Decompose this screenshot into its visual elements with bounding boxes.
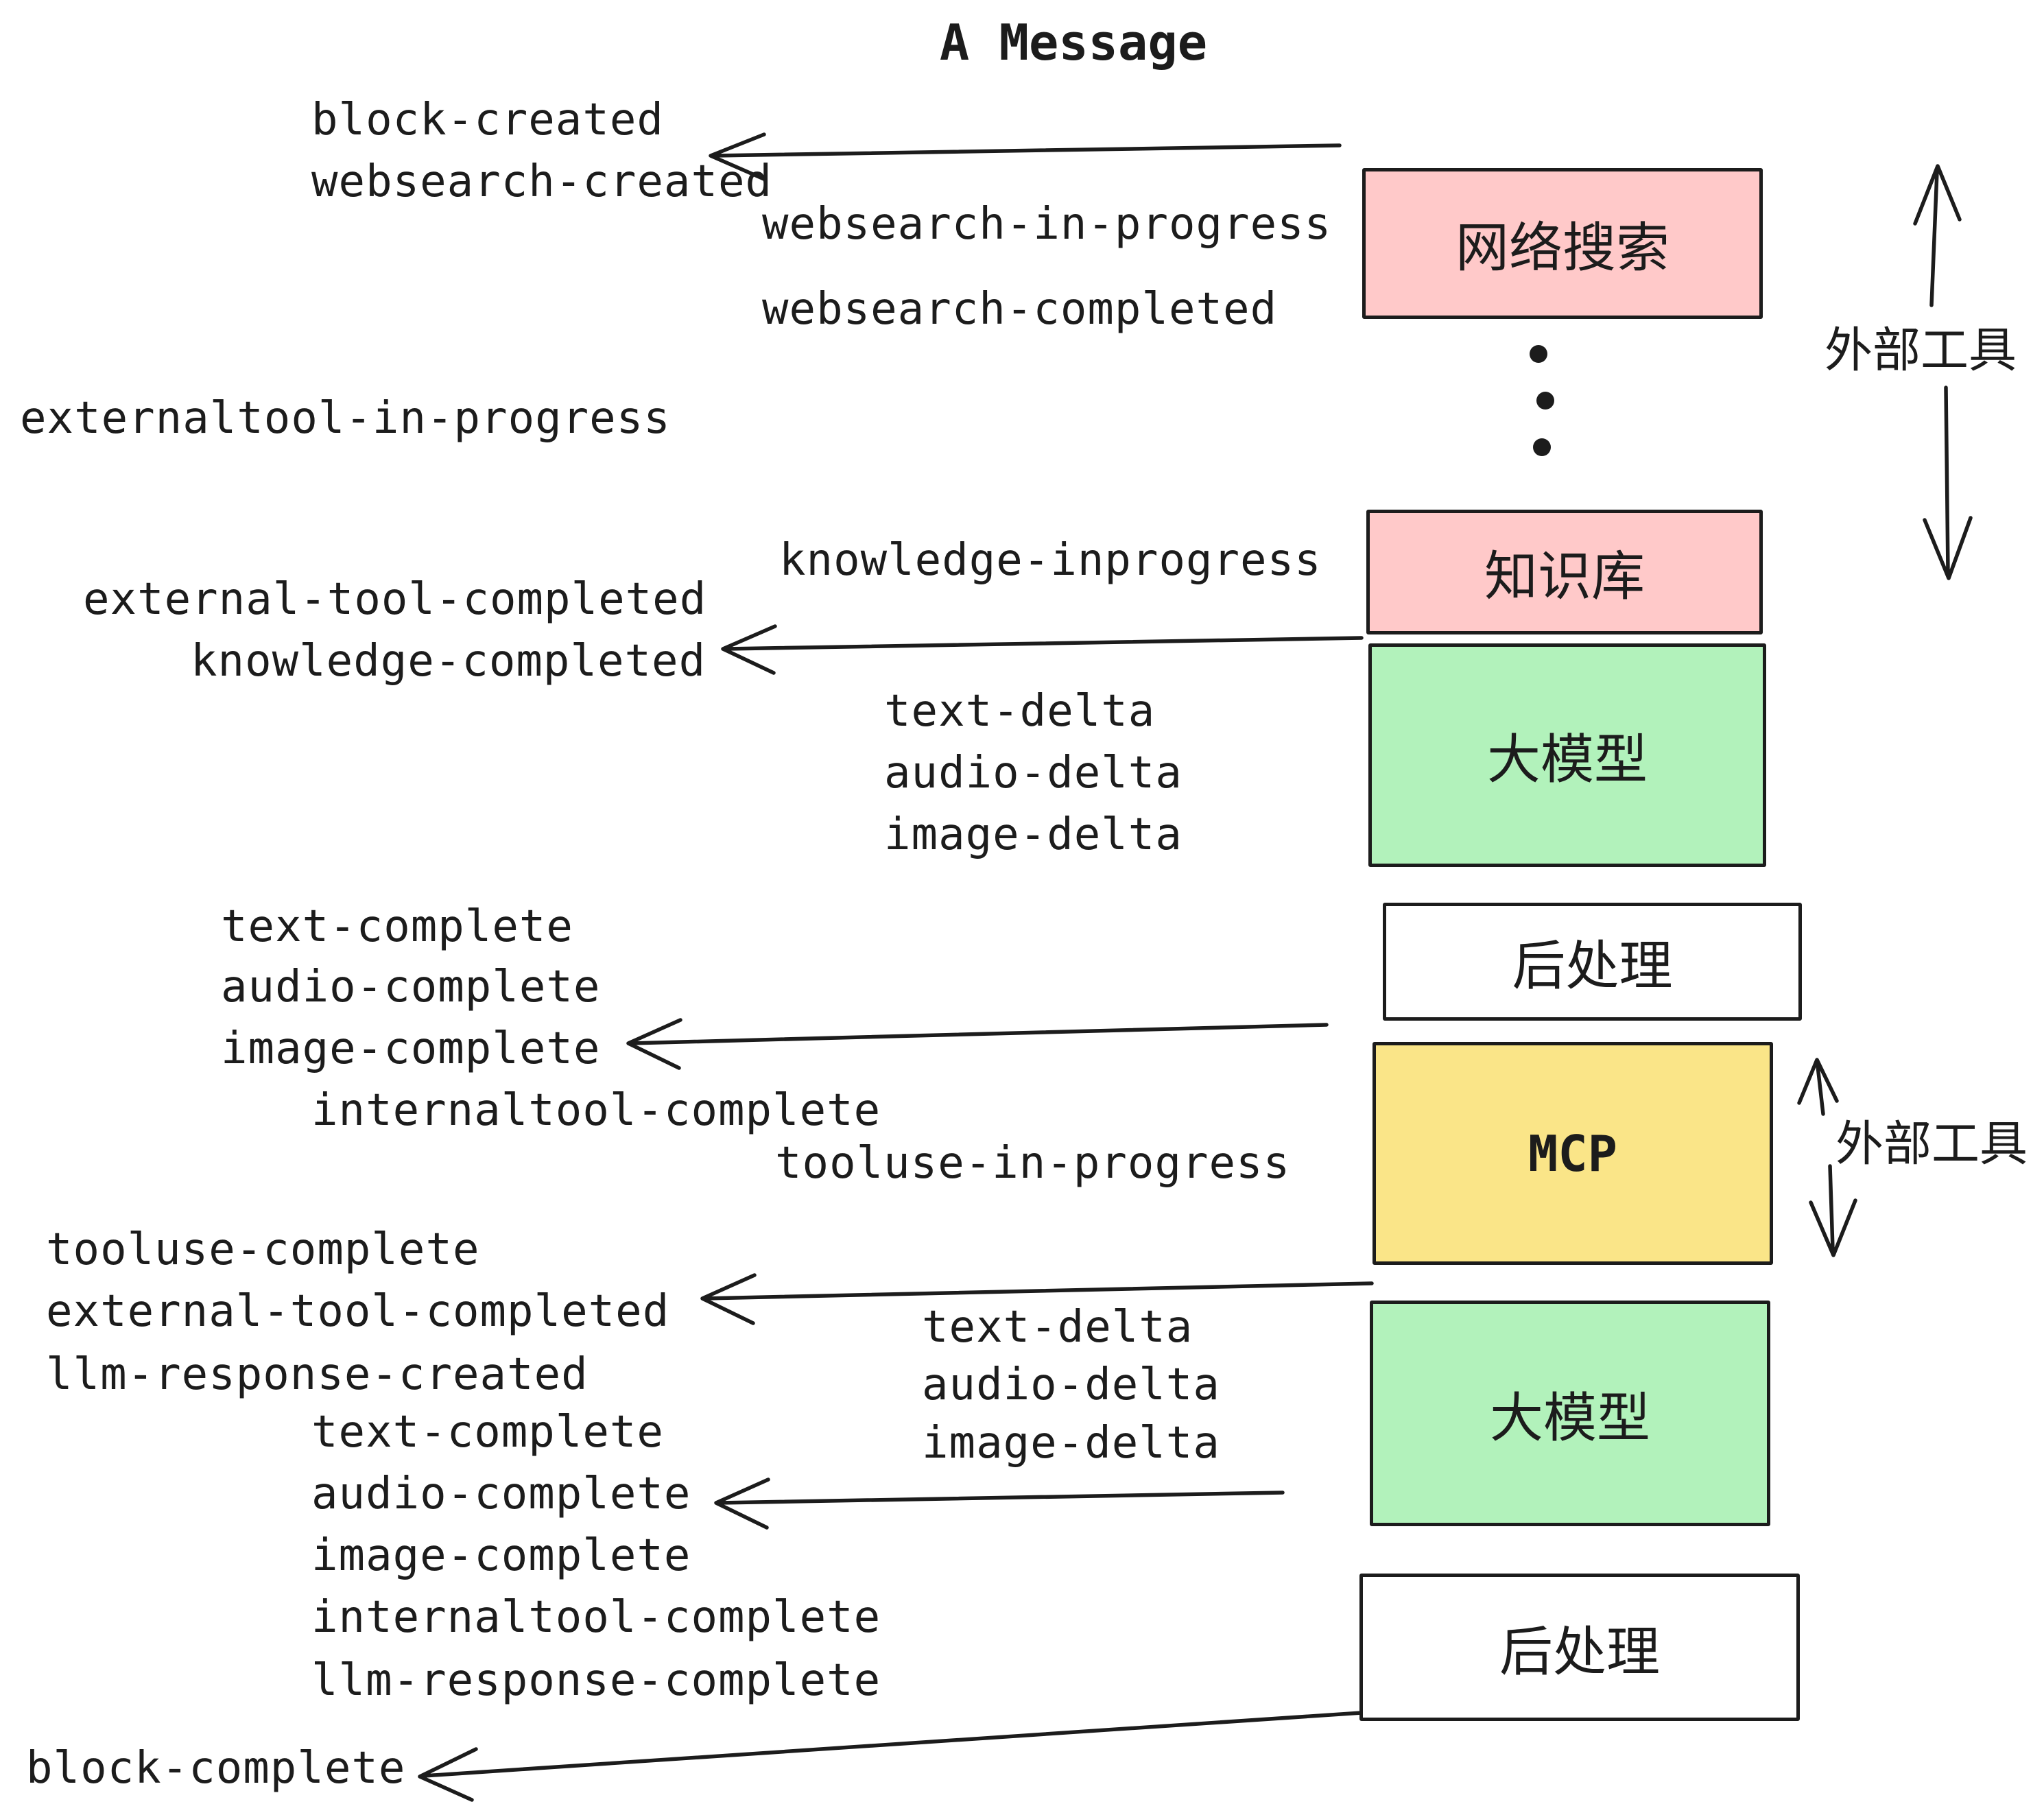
event-image-complete-1: image-complete [221, 1023, 601, 1075]
event-llm-response-created: llm-response-created [46, 1349, 589, 1401]
event-audio-delta-2: audio-delta [922, 1360, 1220, 1411]
box-post-processing-2: 后处理 [1359, 1574, 1800, 1721]
box-mcp: MCP [1372, 1042, 1773, 1265]
event-audio-complete-1: audio-complete [221, 962, 601, 1013]
event-tooluse-complete: tooluse-complete [46, 1224, 480, 1276]
event-externaltool-in-progress: externaltool-in-progress [20, 393, 671, 444]
box-llm-2: 大模型 [1370, 1301, 1770, 1526]
event-internaltool-complete-1: internaltool-complete [311, 1085, 881, 1137]
event-llm-response-complete: llm-response-complete [311, 1655, 881, 1707]
event-tooluse-in-progress: tooluse-in-progress [775, 1138, 1291, 1189]
external-tools-label-1: 外部工具 [1825, 322, 2017, 379]
event-websearch-in-progress: websearch-in-progress [762, 199, 1332, 250]
event-text-complete-1: text-complete [221, 901, 573, 953]
event-image-delta-2: image-delta [922, 1418, 1220, 1469]
event-external-tool-completed-2: external-tool-completed [46, 1286, 670, 1338]
event-image-complete-2: image-complete [311, 1530, 691, 1582]
event-internaltool-complete-2: internaltool-complete [311, 1592, 881, 1643]
event-knowledge-completed: knowledge-completed [191, 636, 706, 687]
box-llm-1: 大模型 [1368, 643, 1766, 867]
diagram-title: A Message [939, 14, 1208, 71]
event-websearch-created: websearch-created [311, 156, 773, 208]
event-audio-delta-1: audio-delta [884, 748, 1183, 799]
arrow-block-websearch-created [709, 132, 1342, 182]
event-image-delta-1: image-delta [884, 809, 1183, 861]
event-knowledge-inprogress: knowledge-inprogress [779, 535, 1322, 586]
arrow-internal-complete [626, 1018, 1329, 1070]
event-block-created: block-created [311, 95, 664, 146]
event-text-delta-1: text-delta [884, 686, 1156, 737]
arrow-knowledge-completed [721, 624, 1364, 675]
box-post-processing-1: 后处理 [1383, 903, 1802, 1021]
arrow-tooluse-complete [700, 1273, 1374, 1325]
external-tools-arrow-up-1 [1913, 164, 1962, 307]
arrow-llm-complete [714, 1477, 1285, 1530]
event-text-delta-2: text-delta [922, 1302, 1193, 1353]
arrow-block-complete [418, 1711, 1364, 1802]
event-block-complete: block-complete [26, 1743, 406, 1794]
box-web-search: 网络搜索 [1362, 168, 1763, 319]
event-text-complete-2: text-complete [311, 1407, 664, 1458]
ellipsis-dots-icon [1530, 345, 1554, 456]
box-knowledge-base: 知识库 [1366, 510, 1763, 634]
event-websearch-completed: websearch-completed [762, 284, 1278, 335]
event-external-tool-completed-1: external-tool-completed [83, 574, 707, 626]
external-tools-arrow-up-2 [1797, 1058, 1839, 1116]
external-tools-arrow-down-1 [1923, 385, 1973, 580]
external-tools-arrow-down-2 [1809, 1164, 1857, 1257]
event-audio-complete-2: audio-complete [311, 1469, 691, 1520]
external-tools-label-2: 外部工具 [1835, 1115, 2028, 1172]
